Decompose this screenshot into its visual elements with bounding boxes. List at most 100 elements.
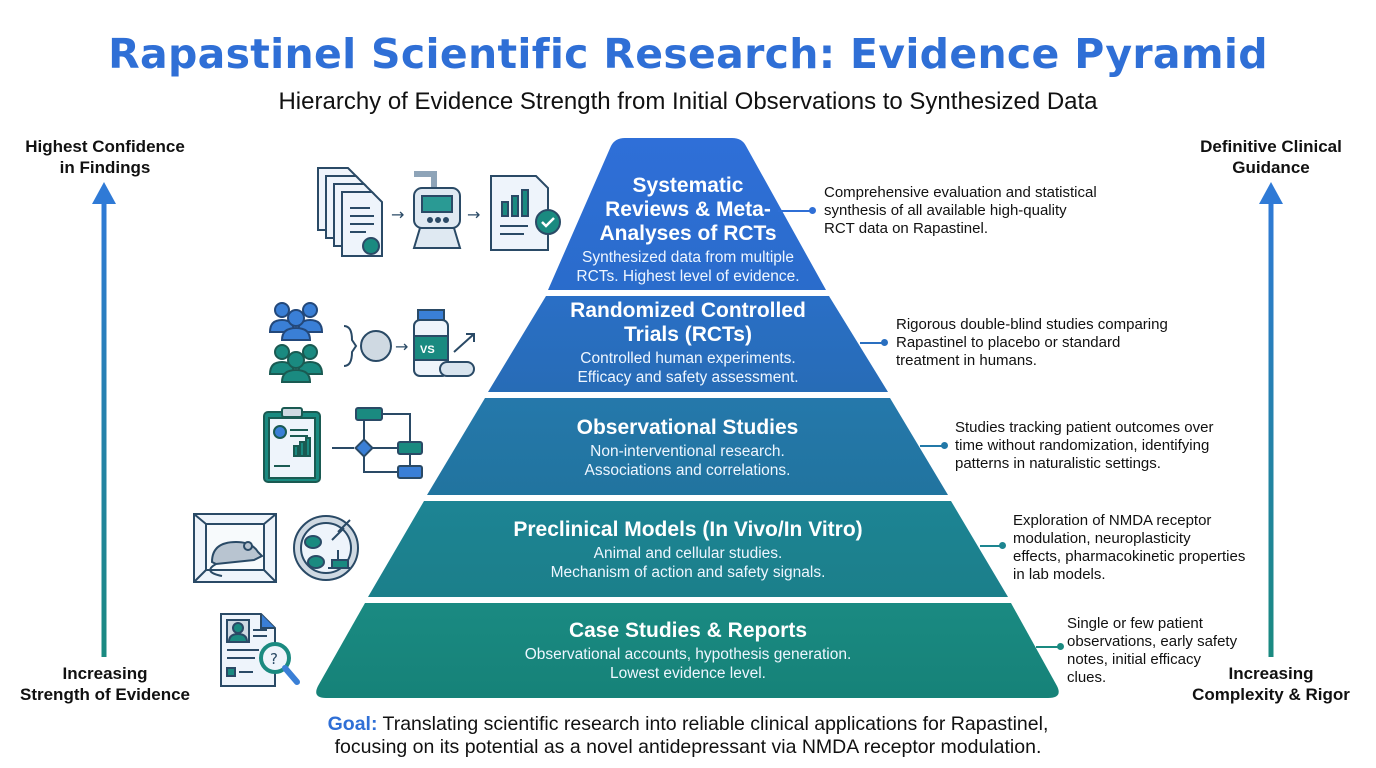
desc-line: Studies tracking patient outcomes over bbox=[955, 419, 1214, 436]
desc-line: patterns in naturalistic settings. bbox=[955, 455, 1161, 472]
tier-4-sub-line: Mechanism of action and safety signals. bbox=[550, 564, 826, 581]
tier-1-connector-dot bbox=[809, 207, 816, 214]
tier-1-sub-line: Synthesized data from multiple bbox=[582, 249, 794, 266]
tier-1-sub-line: RCTs. Highest level of evidence. bbox=[576, 268, 800, 285]
right-axis-bottom-label-line2: Complexity & Rigor bbox=[1192, 685, 1350, 704]
tier-4-connector bbox=[980, 545, 1002, 547]
tier-2-title-line: Trials (RCTs) bbox=[624, 323, 752, 346]
right-axis-top-label-line2: Guidance bbox=[1232, 158, 1310, 177]
case-report-magnifier-icon: ? bbox=[220, 613, 300, 687]
desc-line: Rigorous double-blind studies comparing bbox=[896, 316, 1168, 333]
tier-4-sub-line: Animal and cellular studies. bbox=[593, 545, 783, 562]
patient-group-teal-icon bbox=[268, 344, 324, 383]
pyramid-tier-1[interactable] bbox=[548, 138, 826, 290]
pyramid-tier-5[interactable] bbox=[316, 603, 1059, 698]
tier-2-sub-line: Efficacy and safety assessment. bbox=[577, 369, 799, 386]
tier-3-text: Observational Studies Non-interventional… bbox=[427, 416, 948, 480]
tier-3-subtitle: Non-interventional research. Association… bbox=[427, 442, 948, 480]
right-axis-arrow bbox=[1259, 182, 1283, 657]
tier-1-description: Comprehensive evaluation and statistical… bbox=[824, 184, 1097, 238]
tier-5-description: Single or few patient observations, earl… bbox=[1067, 615, 1237, 687]
tier-2-description: Rigorous double-blind studies comparing … bbox=[896, 316, 1168, 370]
tier-5-text: Case Studies & Reports Observational acc… bbox=[318, 619, 1058, 683]
arrow-up-right-icon bbox=[453, 333, 475, 353]
tier-5-connector-dot bbox=[1057, 643, 1064, 650]
page-title: Rapastinel Scientific Research: Evidence… bbox=[108, 30, 1268, 78]
vs-label: VS bbox=[420, 344, 435, 356]
desc-line: time without randomization, identifying bbox=[955, 437, 1210, 454]
arrow-right-icon: → bbox=[395, 337, 408, 356]
desc-line: notes, initial efficacy bbox=[1067, 651, 1201, 668]
analysis-machine-icon bbox=[412, 171, 462, 249]
tier-3-title: Observational Studies bbox=[576, 416, 799, 439]
tier-3-description: Studies tracking patient outcomes over t… bbox=[955, 419, 1213, 473]
patient-groups-vs-medication-icon: → VS bbox=[268, 302, 475, 383]
desc-line: RCT data on Rapastinel. bbox=[824, 220, 988, 237]
left-axis-top-label-line1: Highest Confidence bbox=[25, 137, 185, 156]
tier-1-subtitle: Synthesized data from multiple RCTs. Hig… bbox=[548, 248, 828, 286]
left-axis-bottom-label: Increasing Strength of Evidence bbox=[10, 663, 200, 705]
tier-1-title-line: Systematic bbox=[632, 174, 744, 197]
right-axis-bottom-label: Increasing Complexity & Rigor bbox=[1176, 663, 1366, 705]
arrow-right-icon: → bbox=[391, 205, 404, 224]
desc-line: treatment in humans. bbox=[896, 352, 1037, 369]
pyramid-tier-3[interactable] bbox=[427, 398, 948, 495]
tier-2-sub-line: Controlled human experiments. bbox=[580, 350, 796, 367]
arrow-right-icon: → bbox=[467, 205, 480, 224]
desc-line: clues. bbox=[1067, 669, 1107, 686]
right-axis-bottom-label-line1: Increasing bbox=[1228, 664, 1314, 683]
tier-1-text: Systematic Reviews & Meta- Analyses of R… bbox=[548, 174, 828, 286]
arrow-head-up-icon bbox=[92, 182, 116, 204]
desc-line: Single or few patient bbox=[1067, 615, 1203, 632]
stacked-documents-icon bbox=[317, 167, 383, 257]
mouse-and-microscope-icon bbox=[193, 513, 359, 583]
desc-line: observations, early safety bbox=[1067, 633, 1238, 650]
tier-2-connector-dot bbox=[881, 339, 888, 346]
tier-1-title-line: Analyses of RCTs bbox=[599, 222, 777, 245]
pyramid-tier-2[interactable] bbox=[488, 296, 888, 392]
tier-3-connector bbox=[920, 445, 944, 447]
desc-line: Exploration of NMDA receptor bbox=[1013, 512, 1212, 529]
desc-line: effects, pharmacokinetic properties bbox=[1013, 548, 1246, 565]
clipboard-flowchart-icon bbox=[263, 407, 423, 483]
documents-to-analysis-to-report-icon: → → bbox=[317, 167, 561, 257]
tier-1-connector bbox=[778, 210, 812, 212]
goal-line-1: Goal: Translating scientific research in… bbox=[0, 713, 1376, 736]
desc-line: Rapastinel to placebo or standard bbox=[896, 334, 1121, 351]
bracket-icon bbox=[343, 325, 358, 367]
right-axis-top-label-line1: Definitive Clinical bbox=[1200, 137, 1342, 156]
tier-2-connector bbox=[860, 342, 884, 344]
left-axis-bottom-label-line2: Strength of Evidence bbox=[19, 685, 191, 704]
tier-5-sub-line: Lowest evidence level. bbox=[610, 665, 766, 682]
arrow-shaft bbox=[101, 202, 107, 657]
goal-text-1: Translating scientific research into rel… bbox=[377, 713, 1049, 735]
microscope-petri-dish-icon bbox=[293, 515, 359, 581]
left-axis-top-label-line2: in Findings bbox=[59, 158, 151, 177]
tier-4-subtitle: Animal and cellular studies. Mechanism o… bbox=[368, 544, 1008, 582]
goal-statement: Goal: Translating scientific research in… bbox=[0, 713, 1376, 759]
clipboard-icon bbox=[263, 407, 321, 483]
goal-label: Goal: bbox=[327, 713, 378, 735]
tier-4-title: Preclinical Models (In Vivo/In Vitro) bbox=[513, 518, 863, 541]
left-axis-top-label: Highest Confidence in Findings bbox=[10, 136, 200, 178]
tier-5-connector bbox=[1036, 646, 1060, 648]
left-axis-bottom-label-line1: Increasing bbox=[62, 664, 148, 683]
flowchart-icon bbox=[332, 407, 423, 479]
tier-4-text: Preclinical Models (In Vivo/In Vitro) An… bbox=[368, 518, 1008, 582]
tier-2-subtitle: Controlled human experiments. Efficacy a… bbox=[488, 349, 888, 387]
tier-3-connector-dot bbox=[941, 442, 948, 449]
arrow-head-up-icon bbox=[1259, 182, 1283, 204]
tier-5-sub-line: Observational accounts, hypothesis gener… bbox=[524, 646, 852, 663]
tier-3-sub-line: Non-interventional research. bbox=[590, 443, 785, 460]
right-axis-top-label: Definitive Clinical Guidance bbox=[1176, 136, 1366, 178]
desc-line: in lab models. bbox=[1013, 566, 1106, 583]
left-axis-arrow bbox=[92, 182, 116, 657]
tier-2-title: Randomized Controlled Trials (RCTs) bbox=[488, 299, 888, 347]
tier-4-connector-dot bbox=[999, 542, 1006, 549]
report-chart-icon bbox=[490, 175, 561, 251]
patient-group-blue-icon bbox=[268, 302, 324, 341]
tier-2-title-line: Randomized Controlled bbox=[570, 299, 806, 322]
pyramid-tier-4[interactable] bbox=[368, 501, 1008, 597]
tier-1-title: Systematic Reviews & Meta- Analyses of R… bbox=[548, 174, 828, 246]
tier-5-title: Case Studies & Reports bbox=[568, 619, 808, 642]
